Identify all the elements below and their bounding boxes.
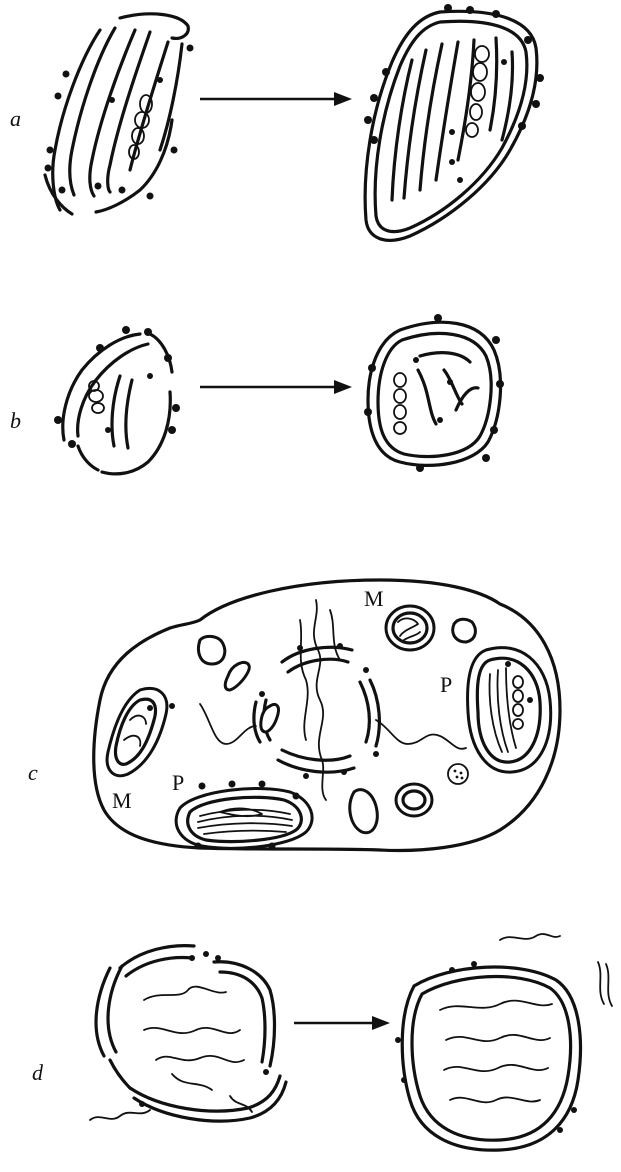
marker-m-top: M xyxy=(364,586,384,611)
panel-b-arrow xyxy=(200,380,352,394)
mitochondrion-left: M xyxy=(107,688,175,813)
panel-b-right-organelle xyxy=(364,314,504,472)
panel-a-left-organelle xyxy=(45,14,194,214)
panel-label-c: c xyxy=(28,760,38,785)
panel-b-left-organelle xyxy=(54,326,180,474)
panel-c: c M M P xyxy=(28,580,560,850)
panel-d-right-organelle xyxy=(395,934,612,1150)
panel-a-right-organelle xyxy=(364,4,544,240)
marker-p-bottom: P xyxy=(172,770,184,795)
marker-p-right: P xyxy=(440,672,452,697)
mitochondrion-top: M xyxy=(364,586,434,650)
panel-d: d xyxy=(32,934,612,1150)
marker-m-left: M xyxy=(112,788,132,813)
panel-a: a xyxy=(10,4,544,240)
plastid-bottom: P xyxy=(172,770,312,850)
panel-label-d: d xyxy=(32,1060,44,1085)
panel-label-b: b xyxy=(10,408,21,433)
panel-d-left-organelle xyxy=(90,946,286,1121)
panel-a-arrow xyxy=(200,92,352,106)
plastid-right: P xyxy=(440,648,551,773)
panel-d-arrow xyxy=(294,1016,390,1030)
panel-b: b xyxy=(10,314,504,474)
panel-label-a: a xyxy=(10,106,21,131)
